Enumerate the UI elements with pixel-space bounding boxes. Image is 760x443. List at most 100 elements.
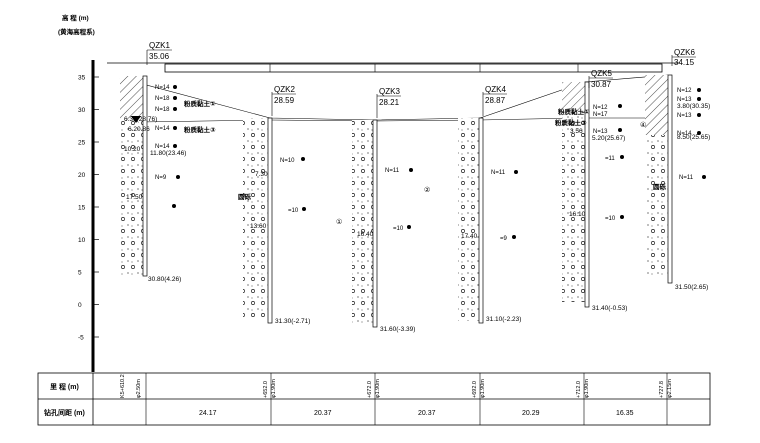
svg-text:17.40: 17.40 [461,233,478,240]
qzk4-elev: 28.87 [485,96,506,105]
qzk4-id: QZK4 [485,85,506,94]
elev-tick-label: 10 [78,237,86,244]
qzk6-depth: 31.50(2.65) [675,284,708,291]
qzk6-elev: 34.15 [674,58,695,67]
row2-label: 钻孔间距 (m) [44,408,85,417]
svg-text:13.60: 13.60 [250,223,267,230]
svg-text:=10: =10 [288,208,299,214]
qzk4-column [458,118,480,321]
qzk5-column [562,82,586,302]
svg-text:②: ② [424,187,430,194]
svg-text:N=11: N=11 [491,170,506,176]
elev-tick-label: 35 [78,75,86,82]
qzk5-elev: 30.87 [591,80,612,89]
elev-tick-label: 20 [78,172,86,179]
svg-text:+712.0: +712.0 [576,381,582,398]
qzk2-column [243,118,269,318]
svg-text:φ1.90m: φ1.90m [584,379,590,398]
row1-label: 里 程 (m) [50,382,79,391]
svg-text:=10: =10 [393,226,404,232]
svg-text:+692.0: +692.0 [472,381,478,398]
svg-text:N=13: N=13 [677,97,692,103]
svg-text:+672.0: +672.0 [367,381,373,398]
svg-text:N=17: N=17 [593,112,608,118]
qzk1-id: QZK1 [149,41,170,50]
svg-text:φ2.50m: φ2.50m [136,379,142,398]
svg-text:6.30(28.76): 6.30(28.76) [124,116,157,123]
svg-text:+727.8: +727.8 [659,381,665,398]
water-level-icon [131,116,141,123]
svg-text:N=18: N=18 [155,96,170,102]
svg-text:=11: =11 [605,156,615,162]
elevation-axis: 35 30 25 20 15 10 5 0 -5 [78,60,99,372]
svg-text:N=11: N=11 [679,175,694,181]
info-table: 里 程 (m) 钻孔间距 (m) K5+610.2 φ2.50m +652.0 … [37,372,711,426]
circle-marks: ① ② ④ [336,121,646,226]
svg-text:N=14: N=14 [155,144,170,150]
qzk4-depth: 31.10(-2.23) [486,316,521,323]
qzk2-depth: 31.30(-2.71) [275,318,310,325]
svg-text:φ1.90m: φ1.90m [375,379,381,398]
borehole-columns [120,74,673,328]
depth-labels: 30.80(4.26) 31.30(-2.71) 31.60(-3.39) 31… [148,276,708,333]
svg-text:+652.0: +652.0 [263,381,269,398]
svg-text:圆砾: 圆砾 [653,182,667,191]
svg-text:3.56: 3.56 [570,128,583,135]
svg-text:K5+610.2: K5+610.2 [120,374,126,398]
ground-surface [107,62,680,123]
elev-tick-label: 25 [78,140,86,147]
svg-text:N=13: N=13 [677,113,692,119]
svg-text:N=10: N=10 [280,158,295,164]
svg-text:N=14: N=14 [155,126,170,132]
svg-text:8.50(25.65): 8.50(25.65) [677,134,710,141]
svg-text:N=11: N=11 [385,168,400,174]
svg-text:φ1.90m: φ1.90m [271,379,277,398]
svg-text:N=9: N=9 [155,175,167,181]
svg-text:17.50: 17.50 [126,194,143,201]
svg-text:粉质黏土①: 粉质黏土① [558,107,590,116]
borehole-headers: QZK1 35.06 QZK2 28.59 QZK3 28.21 QZK4 28… [146,41,696,118]
svg-text:11.80(23.46): 11.80(23.46) [150,150,186,157]
svg-text:=9: =9 [500,236,508,242]
qzk2-elev: 28.59 [274,96,295,105]
svg-text:φ2.15m: φ2.15m [667,379,673,398]
spacing-4: 20.29 [522,410,540,417]
spacing-5: 16.35 [616,410,634,417]
svg-text:圆砾: 圆砾 [238,192,252,201]
svg-text:N=12: N=12 [677,88,692,94]
svg-text:φ1.90m: φ1.90m [480,379,486,398]
elev-tick-label: 5 [78,270,82,277]
qzk3-column [352,120,374,325]
layer-depths: 6.30(28.76) 6.20.86 10.20 11.80(23.46) 1… [124,103,710,240]
qzk5-id: QZK5 [591,69,612,78]
svg-text:N=13: N=13 [593,129,608,135]
qzk5-depth: 31.40(-0.53) [592,305,627,312]
elev-tick-label: 0 [78,302,82,309]
elev-tick-label: -5 [78,335,84,342]
svg-text:10.20: 10.20 [124,146,141,153]
n-values: N=14 N=18 N=18 N=14 N=14 N=9 N=10 =10 N=… [155,85,706,242]
elev-tick-label: 30 [78,107,86,114]
qzk3-id: QZK3 [379,87,400,96]
svg-text:N=14: N=14 [677,131,692,137]
svg-text:6.20.86: 6.20.86 [128,126,150,133]
svg-text:粉质黏土③: 粉质黏土③ [555,118,587,127]
soil-labels: 粉质黏土① 粉质黏土③ 圆砾 粉质黏土① 粉质黏土③ 圆砾 [184,99,667,201]
svg-text:3.80(30.35): 3.80(30.35) [677,103,710,110]
svg-text:=10: =10 [605,216,616,222]
svg-text:粉质黏土①: 粉质黏土① [184,99,216,108]
qzk2-id: QZK2 [274,85,295,94]
qzk1-depth: 30.80(4.26) [148,276,181,283]
header-line1: 高 程 (m) [62,13,89,22]
spacing-3: 20.37 [418,410,436,417]
elev-tick-label: 15 [78,205,86,212]
qzk3-depth: 31.60(-3.39) [380,326,415,333]
svg-text:N=18: N=18 [155,107,170,113]
spacing-1: 24.17 [199,410,217,417]
qzk6-id: QZK6 [674,48,695,57]
svg-text:④: ④ [640,121,646,129]
svg-text:①: ① [336,218,342,226]
svg-text:N=14: N=14 [155,85,170,91]
svg-text:5.20(25.67): 5.20(25.67) [592,135,625,142]
